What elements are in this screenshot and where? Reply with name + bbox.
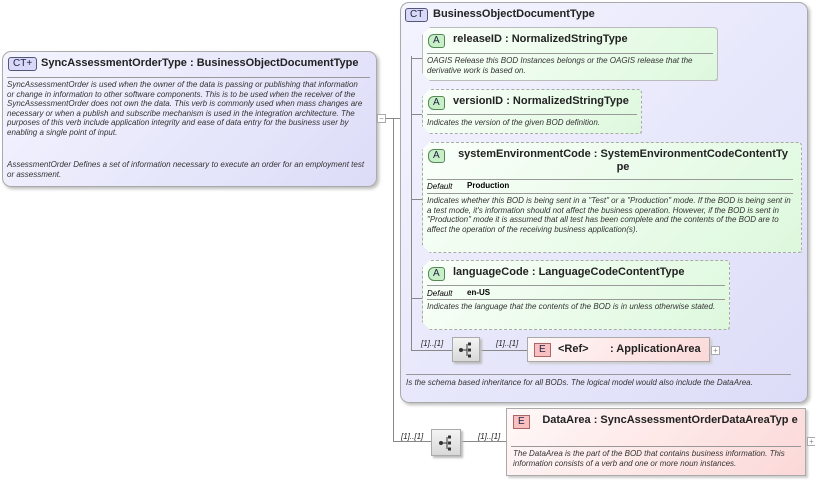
default-label: Default [427,182,453,191]
attribute-versionID[interactable]: A versionID : NormalizedStringType Indic… [422,89,642,134]
multiplicity: [1]..[1] [401,432,424,441]
attribute-releaseID[interactable]: A releaseID : NormalizedStringType OAGIS… [422,27,718,81]
type-name: SyncAssessmentOrderType : BusinessObject… [41,57,359,69]
complex-type-extension-icon: CT+ [8,57,38,71]
attribute-name: systemEnvironmentCode : SystemEnvironmen… [458,148,788,173]
complex-type-icon: CT [405,8,429,22]
documentation: SyncAssessmentOrder is used when the own… [7,80,363,137]
attribute-systemEnvironmentCode[interactable]: A systemEnvironmentCode : SystemEnvironm… [422,142,802,253]
default-label: Default [427,289,453,298]
documentation: OAGIS Release this BOD Instances belongs… [427,56,693,75]
attribute-name: languageCode : LanguageCodeContentType [453,266,685,278]
default-value: Production [467,181,510,190]
documentation: Indicates the language that the contents… [427,302,716,311]
connector [393,118,394,441]
divider [7,77,370,78]
documentation: The DataArea is the part of the BOD that… [513,449,785,468]
element-DataArea[interactable]: E DataArea : SyncAssessmentOrderDataArea… [506,408,806,476]
attribute-icon: A [428,149,445,163]
attribute-icon: A [428,267,445,281]
attribute-languageCode[interactable]: A languageCode : LanguageCodeContentType… [422,260,730,330]
documentation: Is the schema based inheritance for all … [406,378,753,387]
multiplicity: [1]..[1] [496,339,519,348]
type-name: BusinessObjectDocumentType [433,8,595,20]
collapse-button[interactable]: − [377,114,386,123]
divider [406,374,791,375]
sequence-icon[interactable] [452,337,480,362]
attribute-name: versionID : NormalizedStringType [453,95,629,107]
documentation: Indicates the version of the given BOD d… [427,118,600,127]
attribute-name: releaseID : NormalizedStringType [453,33,628,45]
ref-label: <Ref> [558,343,589,355]
multiplicity: [1]..[1] [478,432,501,441]
documentation: Indicates whether this BOD is being sent… [427,196,791,234]
connector [385,118,400,119]
connector [393,441,431,442]
element-icon: E [513,415,530,429]
element-name: DataArea : SyncAssessmentOrderDataAreaTy… [542,414,798,426]
default-value: en-US [467,288,491,297]
expand-button[interactable]: + [807,437,815,446]
element-ApplicationArea[interactable]: E <Ref> : ApplicationArea [527,337,710,362]
expand-button[interactable]: + [711,346,720,355]
multiplicity: [1]..[1] [421,339,444,348]
sequence-icon[interactable] [431,429,461,456]
documentation: AssessmentOrder Defines a set of informa… [7,160,365,179]
root-complex-type[interactable]: CT+ SyncAssessmentOrderType : BusinessOb… [2,51,377,187]
attribute-icon: A [428,96,445,110]
attribute-icon: A [428,34,445,48]
element-icon: E [534,343,551,357]
connector [461,441,506,442]
element-name: : ApplicationArea [610,343,701,355]
